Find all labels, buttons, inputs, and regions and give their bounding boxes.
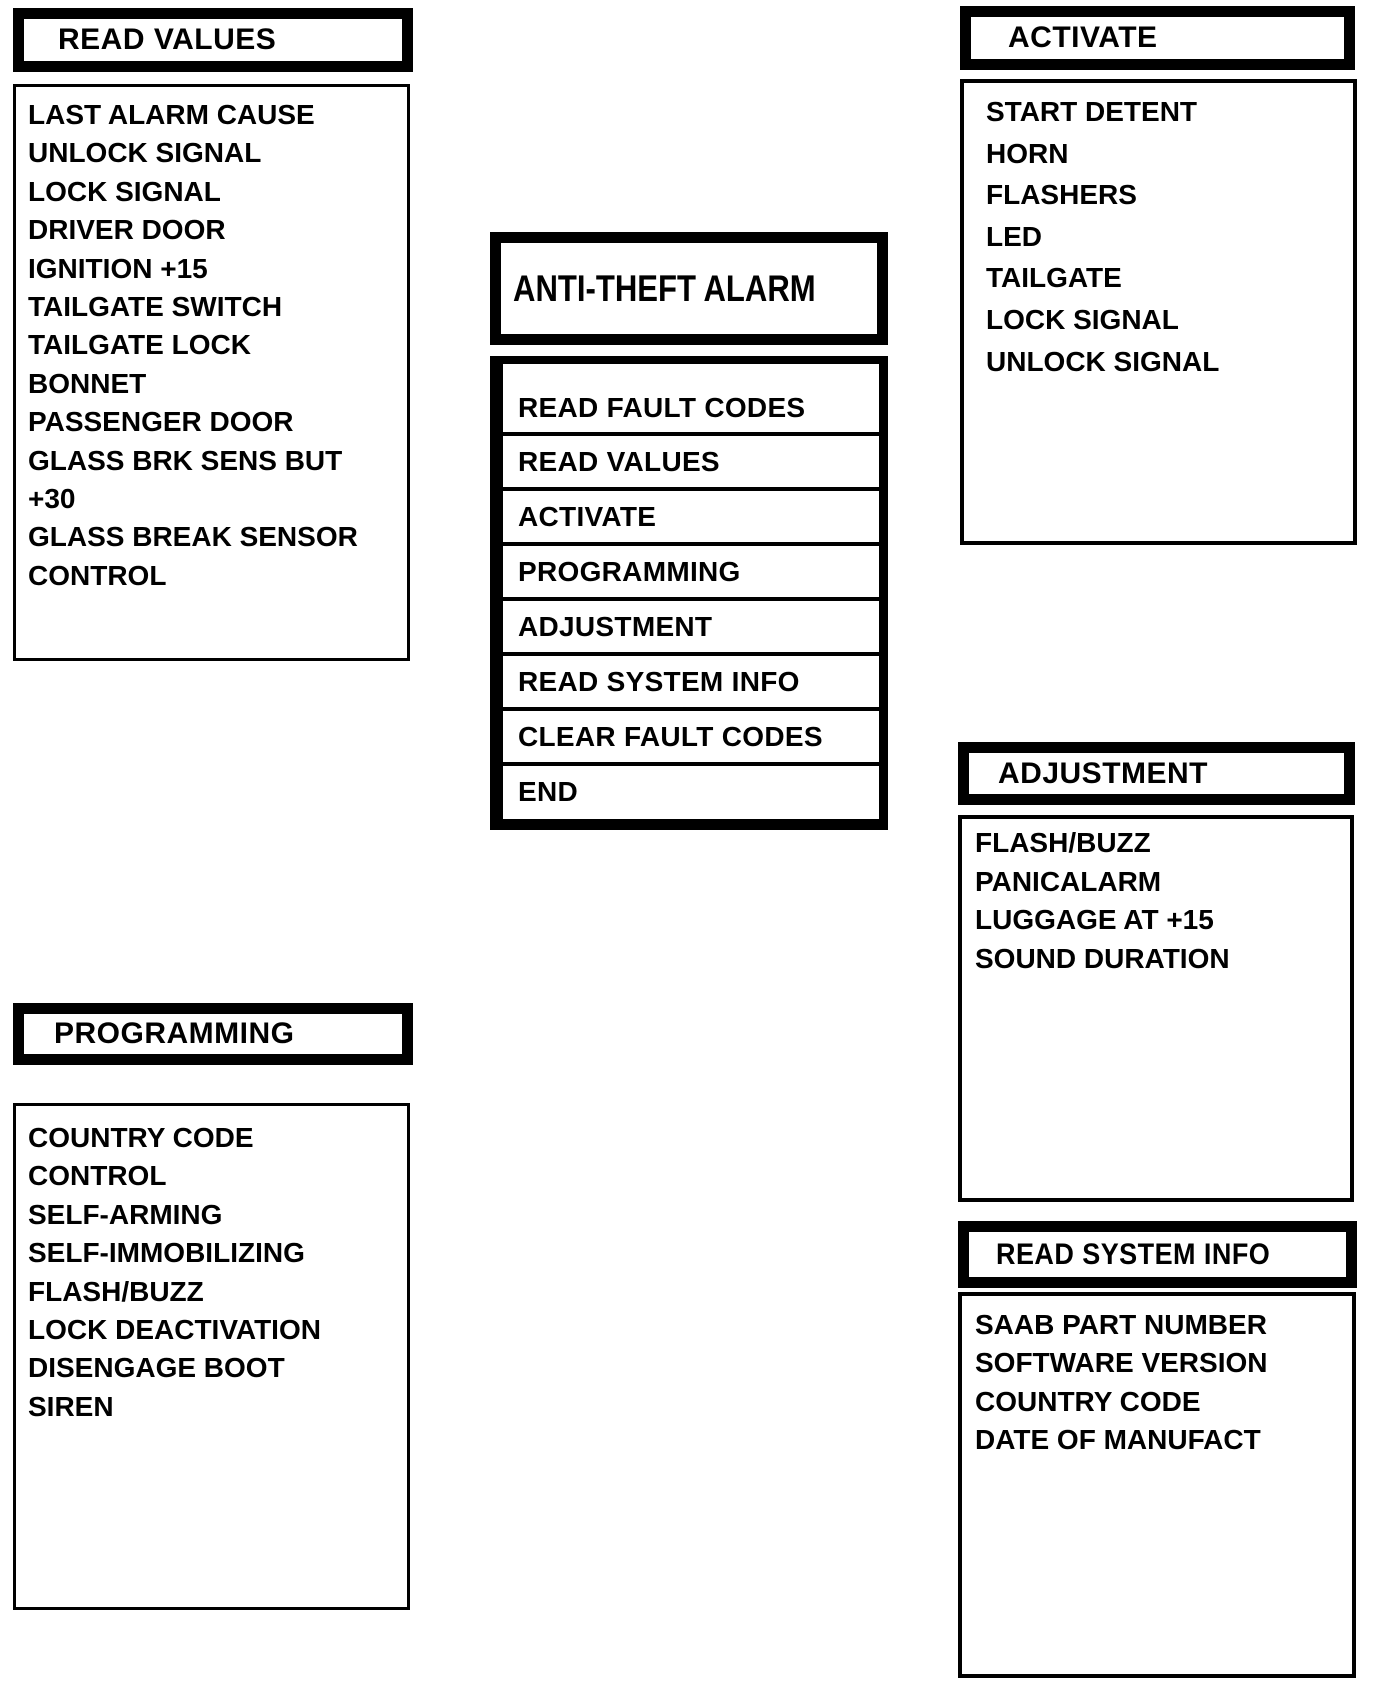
activate-item: LOCK SIGNAL — [986, 303, 1179, 335]
menu-item: ACTIVATE — [503, 487, 879, 542]
read-values-item: LAST ALARM CAUSE — [28, 99, 315, 130]
read-values-item: GLASS BREAK SENSOR — [28, 521, 358, 553]
programming-item: DISENGAGE BOOT — [28, 1352, 285, 1384]
adjustment-header-box: ADJUSTMENT — [958, 742, 1355, 805]
activate-header-box: ACTIVATE — [960, 6, 1355, 70]
adjustment-item: FLASH/BUZZ — [975, 827, 1151, 858]
menu-item: CLEAR FAULT CODES — [503, 707, 879, 762]
read-values-header-box: READ VALUES — [13, 8, 413, 72]
read-values-item: BONNET — [28, 367, 147, 399]
read-values-item: TAILGATE SWITCH — [28, 291, 283, 323]
activate-list-box: START DETENT HORN FLASHERS LED TAILGATE LOCK … — [960, 79, 1357, 545]
adjustment-item: PANICALARM — [975, 865, 1162, 897]
programming-item: LOCK DEACTIVATION — [28, 1314, 321, 1346]
read-values-item: GLASS BRK SENS BUT — [28, 444, 343, 476]
activate-title: ACTIVATE — [1008, 21, 1158, 54]
read-values-item: UNLOCK SIGNAL — [28, 137, 262, 169]
read-system-info-title: READ SYSTEM INFO — [996, 1237, 1271, 1271]
menu-item: ADJUSTMENT — [503, 597, 879, 652]
read-system-info-item: DATE OF MANUFACT — [975, 1424, 1261, 1456]
menu-item: READ VALUES — [503, 432, 879, 487]
read-values-item: DRIVER DOOR — [28, 214, 226, 246]
activate-item: HORN — [986, 137, 1069, 169]
read-values-title: READ VALUES — [58, 23, 277, 56]
programming-item: FLASH/BUZZ — [28, 1275, 204, 1307]
anti-theft-alarm-title-box: ANTI-THEFT ALARM — [490, 232, 888, 345]
programming-header-box: PROGRAMMING — [13, 1003, 413, 1065]
programming-item: COUNTRY CODE — [28, 1122, 254, 1153]
programming-item: SIREN — [28, 1390, 114, 1422]
activate-item: TAILGATE — [986, 262, 1122, 294]
read-values-item: IGNITION +15 — [28, 252, 208, 284]
read-system-info-header-box: READ SYSTEM INFO — [958, 1221, 1357, 1288]
programming-item: SELF-IMMOBILIZING — [28, 1237, 305, 1269]
read-system-info-list-box: SAAB PART NUMBER SOFTWARE VERSION COUNTRY … — [958, 1292, 1356, 1678]
read-values-item: CONTROL — [28, 559, 167, 591]
activate-item: UNLOCK SIGNAL — [986, 345, 1220, 377]
adjustment-title: ADJUSTMENT — [998, 756, 1209, 790]
read-system-info-item: SOFTWARE VERSION — [975, 1347, 1268, 1379]
menu-item: READ SYSTEM INFO — [503, 652, 879, 707]
programming-list-box: COUNTRY CODE CONTROL SELF-ARMING SELF-IMMOB… — [13, 1103, 410, 1610]
adjustment-item: LUGGAGE AT +15 — [975, 904, 1214, 935]
read-values-item: PASSENGER DOOR — [28, 406, 294, 438]
activate-item: START DETENT — [986, 96, 1198, 127]
read-values-item: +30 — [28, 483, 76, 515]
activate-item: FLASHERS — [986, 179, 1137, 211]
programming-item: CONTROL — [28, 1160, 167, 1192]
menu-item: END — [503, 762, 879, 817]
read-values-item: TAILGATE LOCK — [28, 329, 251, 361]
programming-title: PROGRAMMING — [54, 1017, 295, 1050]
read-system-info-item: SAAB PART NUMBER — [975, 1309, 1267, 1340]
programming-item: SELF-ARMING — [28, 1198, 223, 1230]
activate-item: LED — [986, 220, 1042, 252]
adjustment-item: SOUND DURATION — [975, 942, 1230, 974]
read-values-list-box: LAST ALARM CAUSE UNLOCK SIGNAL LOCK SIGNAL… — [13, 84, 410, 661]
anti-theft-alarm-title: ANTI-THEFT ALARM — [513, 267, 816, 309]
menu-item: READ FAULT CODES — [518, 392, 806, 423]
read-values-item: LOCK SIGNAL — [28, 175, 221, 207]
read-system-info-item: COUNTRY CODE — [975, 1385, 1201, 1417]
menu-item: PROGRAMMING — [503, 542, 879, 597]
